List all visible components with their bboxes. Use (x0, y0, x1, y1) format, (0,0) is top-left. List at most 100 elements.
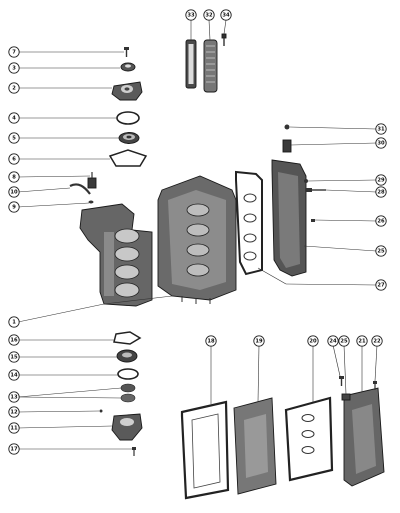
callout-number: 25 (340, 338, 348, 344)
callout-27: 27 (375, 279, 387, 291)
callout-circle (307, 335, 319, 347)
callout-circle (375, 174, 387, 186)
callout-number: 14 (10, 372, 18, 378)
bolt-part-28 (306, 188, 326, 192)
head-gasket-part-27 (235, 170, 263, 276)
callout-18: 18 (205, 335, 217, 347)
o-ring-part-14 (117, 368, 139, 380)
callout-4: 4 (8, 112, 20, 124)
callout-circle (8, 369, 20, 381)
plug-part-29 (304, 179, 308, 183)
screw-part-22 (373, 381, 377, 390)
callout-20: 20 (307, 335, 319, 347)
cylinder-block-center (157, 175, 237, 304)
callout-number: 13 (10, 394, 18, 400)
callout-7: 7 (8, 46, 20, 58)
screen-part-32 (203, 39, 218, 93)
callout-number: 17 (10, 446, 18, 452)
callout-circle (185, 9, 197, 21)
callout-30: 30 (375, 137, 387, 149)
cylinder-head-cover-part-25 (271, 159, 307, 277)
callout-number: 5 (12, 135, 16, 141)
callout-circle (8, 132, 20, 144)
gasket-part-6 (108, 149, 148, 167)
callout-29: 29 (375, 174, 387, 186)
callout-6: 6 (8, 153, 20, 165)
callout-circle (375, 215, 387, 227)
callout-number: 28 (377, 189, 385, 195)
callout-circle (375, 137, 387, 149)
callout-circle (375, 279, 387, 291)
gasket-part-20 (284, 396, 334, 482)
callout-number: 16 (10, 337, 18, 343)
housing-part-11 (111, 413, 143, 441)
callout-1: 1 (8, 316, 20, 328)
callout-number: 27 (377, 282, 385, 288)
callout-number: 21 (358, 338, 366, 344)
callout-circle (375, 123, 387, 135)
callout-circle (8, 334, 20, 346)
callout-circle (375, 245, 387, 257)
callout-number: 29 (377, 177, 385, 183)
plug-part-24 (339, 376, 344, 386)
callout-16: 16 (8, 334, 20, 346)
callout-circle (371, 335, 383, 347)
callout-circle (8, 406, 20, 418)
callout-circle (8, 351, 20, 363)
callout-circle (8, 391, 20, 403)
callout-circle (338, 335, 350, 347)
gasket-part-16 (113, 331, 142, 345)
callout-32: 32 (203, 9, 215, 21)
callout-number: 34 (222, 12, 230, 18)
callout-34: 34 (220, 9, 232, 21)
callout-number: 2 (12, 85, 16, 91)
callout-14: 14 (8, 369, 20, 381)
callout-number: 22 (373, 338, 381, 344)
callout-number: 26 (377, 218, 385, 224)
gasket-part-18 (180, 400, 230, 500)
callout-26: 26 (375, 215, 387, 227)
callout-number: 25 (377, 248, 385, 254)
housing-part-2 (111, 81, 143, 101)
callout-number: 33 (187, 12, 195, 18)
leader-lines (17, 19, 378, 450)
callout-number: 7 (12, 49, 16, 55)
bearing-part-5 (118, 132, 140, 144)
screw-part-26 (311, 219, 315, 222)
callout-number: 10 (10, 189, 18, 195)
callout-19: 19 (253, 335, 265, 347)
seals-part-13 (120, 383, 136, 403)
callout-2: 2 (8, 82, 20, 94)
thermostat-part-15 (116, 349, 138, 363)
callout-number: 15 (10, 354, 18, 360)
cylinder-block-left (79, 203, 153, 307)
divider-plate-part-19 (233, 397, 277, 495)
callout-3: 3 (8, 62, 20, 74)
callout-circle (8, 422, 20, 434)
callout-number: 20 (309, 338, 317, 344)
callout-12: 12 (8, 406, 20, 418)
callout-circle (205, 335, 217, 347)
callout-number: 18 (207, 338, 215, 344)
callout-28: 28 (375, 186, 387, 198)
temp-sensor-part-30 (282, 124, 292, 153)
callout-11: 11 (8, 422, 20, 434)
callout-circle (8, 171, 20, 183)
exhaust-cover-part-21 (343, 387, 385, 487)
callout-circle (8, 153, 20, 165)
callout-circle (8, 201, 20, 213)
callout-33: 33 (185, 9, 197, 21)
callout-circle (8, 112, 20, 124)
washer-part-9 (88, 200, 94, 204)
anode-part-25 (341, 393, 351, 401)
callout-circle (356, 335, 368, 347)
callout-number: 6 (12, 156, 16, 162)
callout-number: 1 (12, 319, 16, 325)
callout-number: 11 (10, 425, 18, 431)
fitting-part-8 (87, 172, 97, 189)
callout-number: 32 (205, 12, 213, 18)
callout-15: 15 (8, 351, 20, 363)
callout-circle (8, 186, 20, 198)
callout-circle (203, 9, 215, 21)
